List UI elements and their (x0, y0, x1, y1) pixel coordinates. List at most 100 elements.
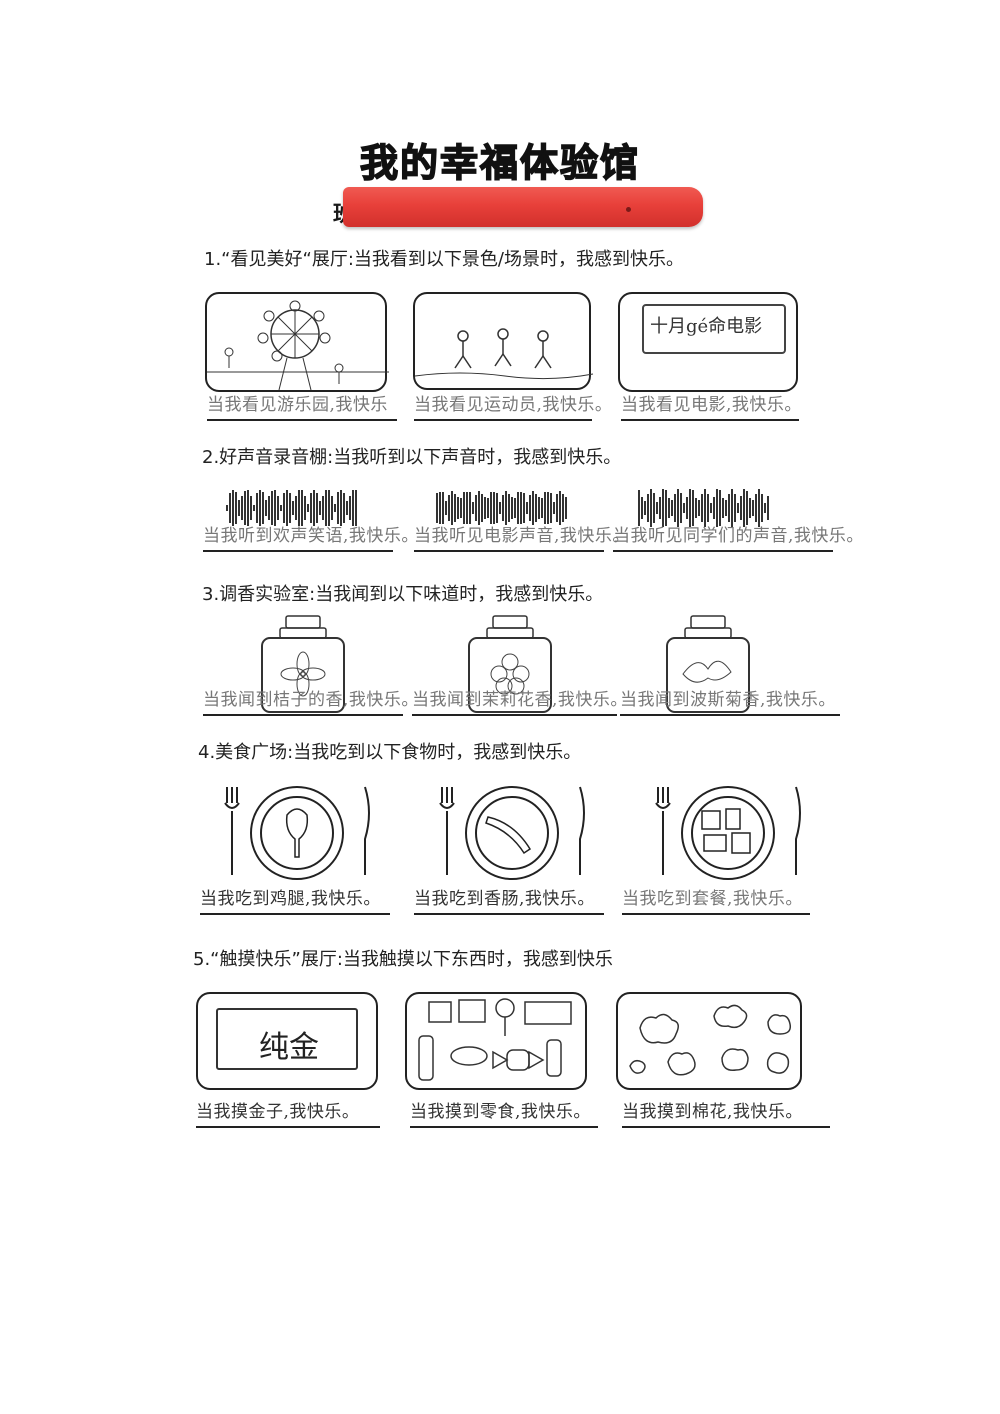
soundwave-bar (653, 493, 655, 523)
section-5-frame-1: 纯金 (196, 992, 378, 1090)
runners-drawing (414, 328, 594, 380)
soundwave-bar (268, 496, 270, 520)
section-2-answer-3: 当我听见同学们的声音,我快乐。 (613, 524, 863, 552)
cotton-drawing (629, 1004, 792, 1076)
section-3-answer-3: 当我闻到波斯菊香,我快乐。 (620, 688, 840, 716)
gold-bar-text: 纯金 (259, 1030, 319, 1065)
soundwave-bar (265, 500, 267, 516)
soundwave-bar (695, 497, 697, 519)
soundwave-bar (262, 492, 264, 524)
soundwave-bar (523, 492, 525, 524)
soundwave-bar (692, 490, 694, 526)
soundwave-bar (713, 496, 715, 520)
soundwave-bar (328, 490, 330, 526)
soundwave-bar (752, 499, 754, 517)
soundwave-bar (538, 497, 540, 519)
soundwave-2 (436, 488, 567, 528)
soundwave-bar (355, 490, 357, 526)
soundwave-bar (722, 498, 724, 518)
soundwave-bar (514, 498, 516, 518)
soundwave-bar (526, 501, 528, 515)
soundwave-bar (226, 505, 228, 511)
soundwave-bar (553, 501, 555, 515)
soundwave-bar (442, 492, 444, 524)
soundwave-bar (767, 496, 769, 520)
section-1-frame-2 (413, 292, 594, 390)
soundwave-bar (310, 492, 312, 524)
soundwave-bar (520, 491, 522, 525)
section-2-heading: 2.好声音录音棚:当我听到以下声音时，我感到快乐。 (202, 447, 622, 468)
section-1-frame-1 (205, 292, 389, 392)
soundwave-bar (565, 497, 567, 519)
soundwave-bar (472, 501, 474, 515)
soundwave-bar (508, 493, 510, 523)
soundwave-bar (758, 489, 760, 527)
soundwave-bar (253, 504, 255, 512)
soundwave-bar (680, 493, 682, 523)
soundwave-bar (283, 492, 285, 524)
soundwave-bar (304, 496, 306, 520)
soundwave-bar (466, 491, 468, 525)
section-4-answer-2: 当我吃到香肠,我快乐。 (414, 887, 604, 915)
soundwave-bar (280, 504, 282, 512)
soundwave-3 (638, 488, 769, 528)
soundwave-bar (728, 494, 730, 522)
section-4-answer-1: 当我吃到鸡腿,我快乐。 (200, 887, 390, 915)
soundwave-bar (562, 493, 564, 523)
soundwave-bar (469, 492, 471, 524)
section-5-heading: 5.“触摸快乐”展厅:当我触摸以下东西时，我感到快乐 (193, 949, 613, 970)
soundwave-bar (460, 498, 462, 518)
soundwave-bar (761, 493, 763, 523)
soundwave-bar (502, 494, 504, 522)
section-5-answer-2: 当我摸到零食,我快乐。 (410, 1100, 598, 1128)
soundwave-bar (481, 493, 483, 523)
soundwave-bar (490, 492, 492, 524)
soundwave-bar (737, 503, 739, 513)
section-1-answer-1: 当我看见游乐园,我快乐 (207, 393, 397, 421)
soundwave-bar (250, 495, 252, 521)
soundwave-bar (274, 490, 276, 526)
section-4-answer-3: 当我吃到套餐,我快乐。 (622, 887, 810, 915)
perfume-bottle-3 (666, 615, 750, 713)
soundwave-bar (647, 494, 649, 522)
soundwave-bar (316, 492, 318, 524)
soundwave-bar (322, 495, 324, 521)
soundwave-bar (256, 492, 258, 524)
soundwave-bar (259, 489, 261, 527)
soundwave-bar (755, 493, 757, 523)
soundwave-1 (226, 488, 357, 528)
soundwave-bar (334, 504, 336, 512)
soundwave-bar (511, 497, 513, 519)
soundwave-bar (541, 497, 543, 519)
section-5-frame-2 (405, 992, 587, 1090)
soundwave-bar (319, 500, 321, 516)
soundwave-bar (716, 489, 718, 527)
soundwave-bar (475, 494, 477, 522)
soundwave-bar (436, 492, 438, 524)
red-crayon (343, 187, 703, 227)
soundwave-bar (445, 501, 447, 515)
soundwave-bar (665, 490, 667, 526)
soundwave-bar (749, 498, 751, 518)
movie-screen-text: 十月gé命电影 (650, 316, 763, 337)
soundwave-bar (478, 491, 480, 525)
perfume-bottle-2 (468, 615, 552, 713)
section-1-heading: 1.“看见美好“展厅:当我看到以下景色/场景时，我感到快乐。 (204, 249, 684, 270)
soundwave-bar (307, 504, 309, 512)
soundwave-bar (689, 489, 691, 527)
soundwave-bar (650, 489, 652, 527)
soundwave-bar (292, 500, 294, 516)
section-1-answer-2: 当我看见运动员,我快乐。 (414, 393, 612, 421)
soundwave-bar (241, 496, 243, 520)
soundwave-bar (535, 493, 537, 523)
soundwave-bar (662, 489, 664, 527)
soundwave-bar (764, 503, 766, 513)
soundwave-bar (313, 489, 315, 527)
soundwave-bar (238, 500, 240, 516)
plate-setting-2 (439, 786, 585, 880)
soundwave-bar (235, 492, 237, 524)
soundwave-bar (517, 492, 519, 524)
page-title: 我的幸福体验馆 (359, 140, 640, 186)
soundwave-bar (683, 502, 685, 514)
soundwave-bar (487, 498, 489, 518)
